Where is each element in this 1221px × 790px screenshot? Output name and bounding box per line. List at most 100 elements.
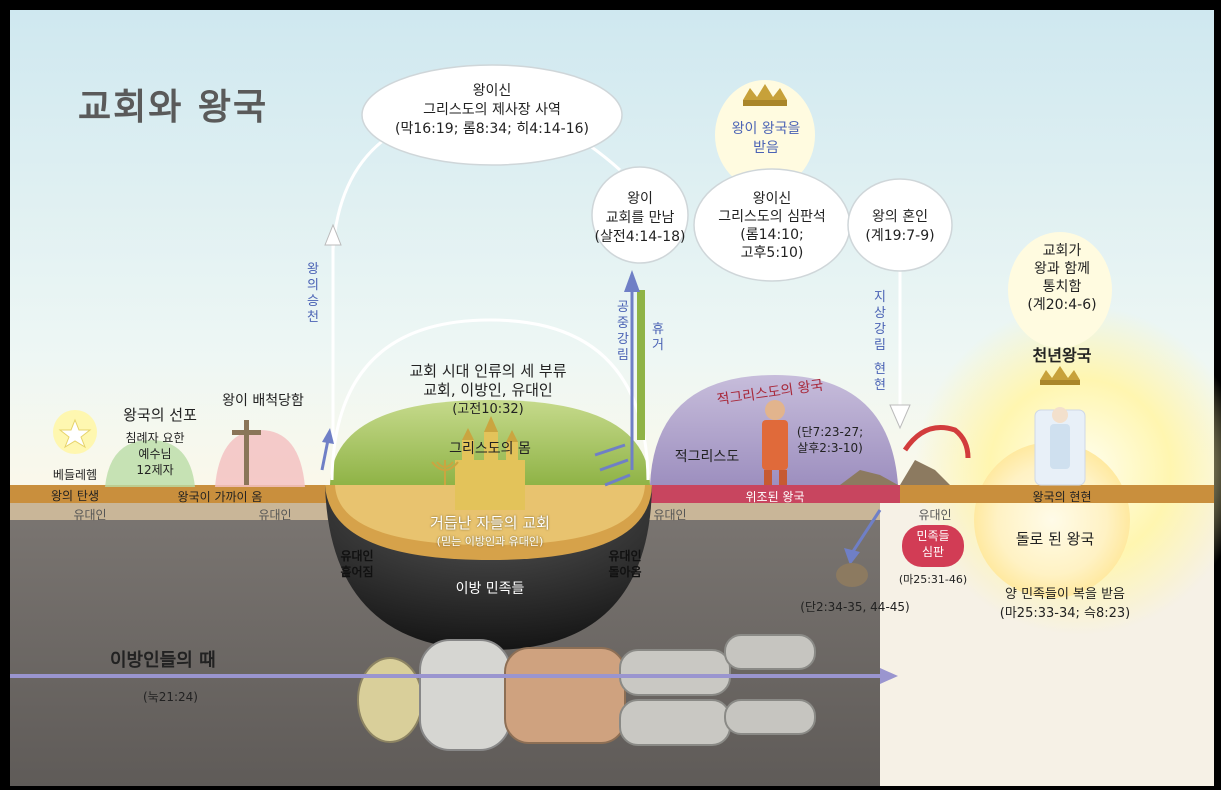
proclaim-dome xyxy=(105,440,195,487)
antichrist-label: 적그리스도 xyxy=(674,449,740,465)
proclaimer-1: 침례자 요한 xyxy=(125,431,185,445)
church-label: 거듭난 자들의 교회 xyxy=(430,514,550,532)
returned-label: 유대인 돌아옴 xyxy=(608,548,641,580)
nations-label: 이방 민족들 xyxy=(455,581,525,597)
throne-figure xyxy=(1034,407,1086,486)
judge-ref: (마25:31-46) xyxy=(898,573,968,586)
stone-ref: (단2:34-35, 44-45) xyxy=(800,600,910,614)
priest-line2: 그리스도의 제사장 사역 xyxy=(423,102,561,118)
false-kingdom-label: 위조된 왕국 xyxy=(745,490,805,504)
cross-icon xyxy=(244,420,249,485)
page-title: 교회와 왕국 xyxy=(78,87,269,128)
returned-line2: 돌아옴 xyxy=(608,565,642,579)
rapture-shaft xyxy=(637,290,645,440)
proclaimers: 침례자 요한 예수님 12제자 xyxy=(125,430,184,478)
dan7-ref: (단7:23-27; 살후2:3-10) xyxy=(797,424,863,456)
destruction-arc xyxy=(902,425,971,459)
three-groups-line2: 교회, 이방인, 유대인 xyxy=(423,381,553,399)
church-sub-label: (믿는 이방인과 유대인) xyxy=(436,535,544,548)
judgment-line1: 왕이신 xyxy=(752,191,792,207)
reign-line4: (계20:4-6) xyxy=(1027,297,1097,313)
stone-kingdom-label: 돌로 된 왕국 xyxy=(1015,530,1095,548)
judgment-line3: (롬14:10; xyxy=(740,227,804,243)
judgment-line4: 고후5:10) xyxy=(740,245,804,261)
judge-line1: 민족들 xyxy=(916,529,950,543)
scattered-line1: 유대인 xyxy=(340,549,374,563)
band-left xyxy=(10,485,332,503)
three-groups-line1: 교회 시대 인류의 세 부류 xyxy=(409,362,567,380)
marriage-line1: 왕의 혼인 xyxy=(872,209,928,225)
jews-label-3: 유대인 xyxy=(653,508,687,522)
manifest-label: 현현 xyxy=(874,362,886,393)
stone-kingdom-circle xyxy=(974,442,1130,598)
gentile-times-ref: (눅21:24) xyxy=(143,690,198,704)
proclaim-label: 왕국의 선포 xyxy=(123,406,197,424)
rapture-label: 휴거 xyxy=(652,322,664,353)
millennium-label: 천년왕국 xyxy=(1032,346,1092,365)
church-layer-inner xyxy=(335,485,645,545)
scattered-line2: 흩어짐 xyxy=(340,565,374,579)
rejected-label: 왕이 배척당함 xyxy=(222,393,304,409)
birth-label: 왕의 탄생 xyxy=(51,489,99,503)
meets-bubble xyxy=(591,166,689,264)
proclaimer-2: 예수님 xyxy=(138,447,172,461)
reign-text: 교회가 왕과 함께 통치함 (계20:4-6) xyxy=(1027,242,1096,314)
judge-nations-badge xyxy=(902,525,964,567)
stone-icon xyxy=(836,563,868,587)
near-label: 왕국이 가까이 옴 xyxy=(177,490,263,504)
marriage-bubble xyxy=(847,178,953,272)
three-groups-line3: (고전10:32) xyxy=(452,402,524,417)
bubbles xyxy=(361,64,953,282)
crown-icon xyxy=(743,84,787,106)
antichrist-figure xyxy=(762,420,788,470)
priest-line3: (막16:19; 롬8:34; 히4:14-16) xyxy=(395,121,589,137)
gentile-times-label: 이방인들의 때 xyxy=(110,650,216,671)
meets-bubble-text: 왕이 교회를 만남 (살전4:14-18) xyxy=(595,190,686,247)
reign-line1: 교회가 xyxy=(1042,243,1082,259)
reign-glow xyxy=(1008,232,1112,348)
reign-line3: 통치함 xyxy=(1042,279,1082,295)
band-false-kingdom xyxy=(650,485,900,503)
jews-label-1: 유대인 xyxy=(73,508,107,522)
sheep-label: 양 민족들이 복을 받음 xyxy=(1004,587,1126,602)
star-icon xyxy=(58,418,92,449)
proclaimer-3: 12제자 xyxy=(136,463,174,477)
scattered-label: 유대인 흩어짐 xyxy=(340,548,373,580)
statue-figure xyxy=(357,634,816,751)
band-right xyxy=(900,485,1214,503)
ascension-label: 왕의승천 xyxy=(307,262,319,325)
church-castle-icon xyxy=(455,416,525,510)
jews-label-2: 유대인 xyxy=(258,508,292,522)
three-groups-text: 교회 시대 인류의 세 부류 교회, 이방인, 유대인 (고전10:32) xyxy=(409,362,566,419)
menorah-icon xyxy=(431,460,459,485)
priest-bubble xyxy=(361,64,623,166)
marriage-line2: (계19:7-9) xyxy=(865,228,935,244)
judgment-line2: 그리스도의 심판석 xyxy=(718,209,826,225)
judgment-bubble-text: 왕이신 그리스도의 심판석 (롬14:10; 고후5:10) xyxy=(718,190,826,262)
judge-nations-text: 민족들 심판 xyxy=(916,528,949,560)
receive-line1: 왕이 왕국을 xyxy=(731,121,801,137)
millennium-crown-icon xyxy=(1040,366,1080,385)
rapture-air-label: 공중강림 xyxy=(617,300,629,363)
meets-line2: 교회를 만남 xyxy=(605,210,675,226)
bethlehem-label: 베들레헴 xyxy=(52,468,98,482)
body-label: 그리스도의 몸 xyxy=(449,441,531,457)
manifestation-label: 왕국의 현현 xyxy=(1032,490,1092,504)
receive-line2: 받음 xyxy=(753,140,779,156)
rejected-dome xyxy=(215,430,305,487)
marriage-bubble-text: 왕의 혼인 (계19:7-9) xyxy=(865,208,934,246)
dan7-line2: 살후2:3-10) xyxy=(797,441,863,455)
meets-line1: 왕이 xyxy=(627,191,653,207)
judge-line2: 심판 xyxy=(921,545,945,559)
priest-bubble-text: 왕이신 그리스도의 제사장 사역 (막16:19; 롬8:34; 히4:14-1… xyxy=(395,82,589,139)
dan7-line1: (단7:23-27; xyxy=(796,425,864,439)
sheep-ref: (마25:33-34; 슥8:23) xyxy=(999,606,1131,621)
meets-line3: (살전4:14-18) xyxy=(594,229,686,245)
jews-label-4: 유대인 xyxy=(918,508,952,522)
stone-arrow xyxy=(850,509,882,554)
receive-kingdom-text: 왕이 왕국을 받음 xyxy=(732,120,801,158)
descent-label: 지상강림 xyxy=(874,290,886,353)
priest-line1: 왕이신 xyxy=(472,83,512,99)
